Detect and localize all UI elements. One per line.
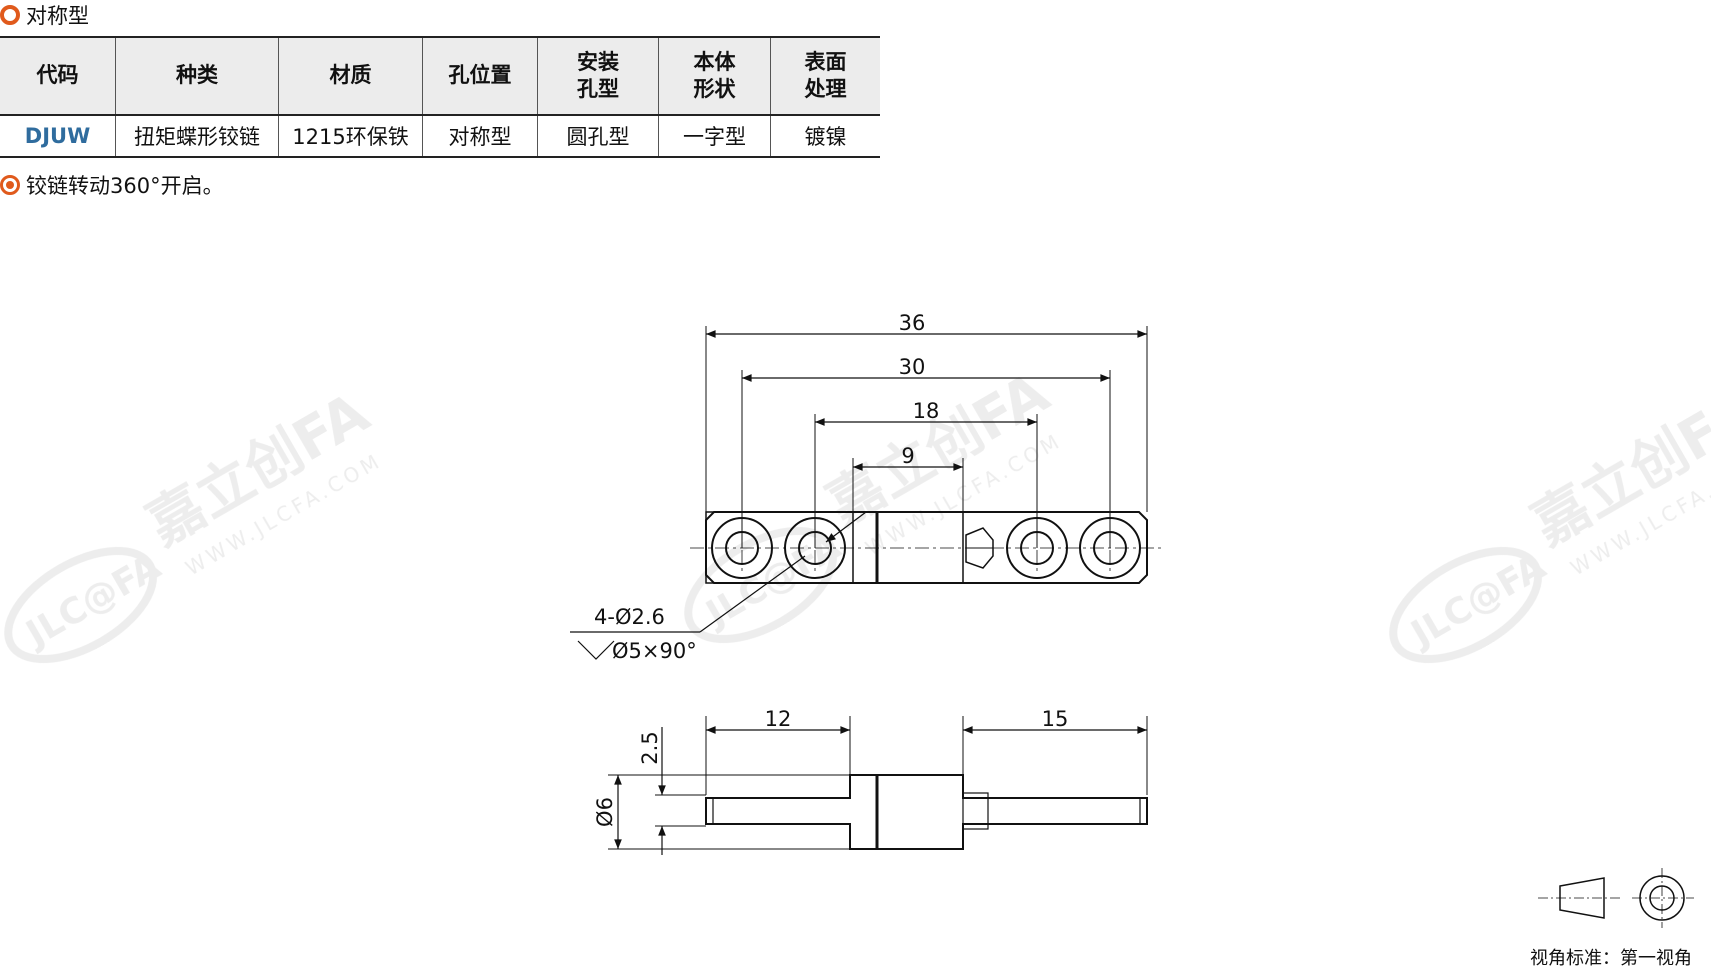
orange-dot-icon — [0, 175, 20, 195]
watermark: JLC@FA 嘉立创FA WWW.JLCFA.COM JLC@FA 嘉立创FA … — [4, 360, 1711, 664]
dim-dia-6: Ø6 — [593, 797, 617, 827]
watermark-logo-center: JLC@FA 嘉立创FA WWW.JLCFA.COM — [684, 360, 1066, 644]
table-row: DJUW 扭矩蝶形铰链 1215环保铁 对称型 圆孔型 一字型 镀镍 — [0, 115, 880, 158]
header-body-shape: 本体 形状 — [658, 36, 771, 116]
dim-2-5: 2.5 — [638, 731, 662, 764]
table-header-row: 代码 种类 材质 孔位置 安装 孔型 本体 形状 表面 处理 — [0, 36, 880, 116]
hole-spec-label: 4-Ø2.6 — [594, 605, 665, 629]
dim-15: 15 — [1042, 707, 1069, 731]
header-material: 材质 — [278, 36, 423, 116]
dim-30: 30 — [899, 355, 926, 379]
watermark-logo-left: JLC@FA 嘉立创FA WWW.JLCFA.COM — [4, 380, 386, 664]
dim-9: 9 — [901, 444, 914, 468]
section-header: 对称型 — [0, 0, 89, 30]
view-standard-label: 视角标准：第一视角 — [1530, 948, 1692, 969]
note-text: 铰链转动360°开启。 — [26, 174, 224, 198]
section-title: 对称型 — [26, 4, 89, 28]
spec-table: 代码 种类 材质 孔位置 安装 孔型 本体 形状 表面 处理 DJUW 扭矩蝶形… — [0, 36, 880, 158]
cell-surface: 镀镍 — [770, 115, 880, 158]
cell-material: 1215环保铁 — [278, 115, 423, 158]
header-surface: 表面 处理 — [770, 36, 880, 116]
dim-18: 18 — [913, 399, 940, 423]
side-view — [608, 716, 1148, 855]
cell-code: DJUW — [0, 115, 116, 158]
header-code: 代码 — [0, 36, 116, 116]
cell-mount-hole: 圆孔型 — [537, 115, 659, 158]
countersink-spec-label: Ø5×90° — [612, 639, 697, 663]
dim-12: 12 — [765, 707, 792, 731]
header-mount-hole: 安装 孔型 — [537, 36, 659, 116]
cell-body-shape: 一字型 — [658, 115, 771, 158]
first-angle-projection-icon — [1538, 868, 1694, 928]
cell-type: 扭矩蝶形铰链 — [115, 115, 279, 158]
header-type: 种类 — [115, 36, 279, 116]
dim-36: 36 — [899, 311, 926, 335]
note-line: 铰链转动360°开启。 — [0, 170, 224, 200]
top-view — [570, 326, 1162, 660]
header-hole-position: 孔位置 — [422, 36, 538, 116]
orange-ring-icon — [0, 5, 20, 25]
cell-hole-position: 对称型 — [422, 115, 538, 158]
watermark-logo-right: JLC@FA 嘉立创FA WWW.JLCFA.COM — [1389, 380, 1711, 664]
